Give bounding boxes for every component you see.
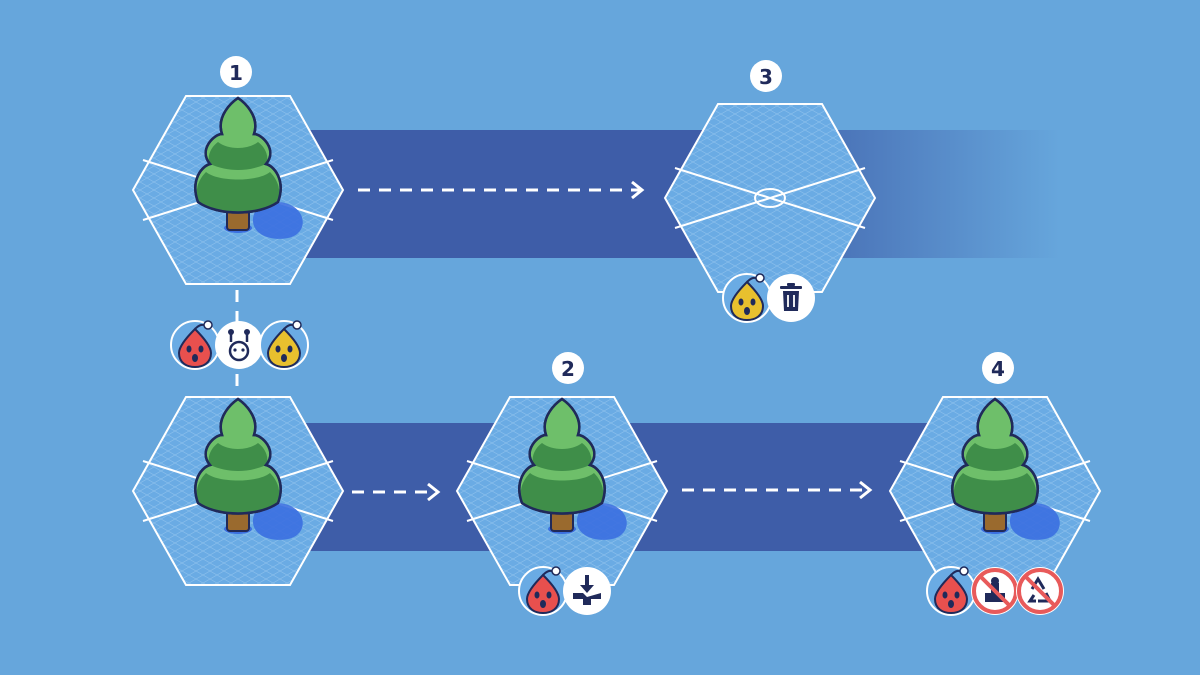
step-number: 1: [229, 61, 243, 85]
trash-icon: [767, 274, 815, 322]
empty-spot-marker: [754, 188, 786, 208]
red-creature-icon: [170, 320, 220, 370]
arrow-1-to-3: [358, 180, 645, 200]
arrow-start-to-2: [352, 482, 441, 502]
red-creature-icon: [518, 566, 568, 616]
split-icon: [215, 321, 263, 369]
no-recycle-icon: [1016, 567, 1064, 615]
no-build-icon: [971, 567, 1019, 615]
place-icon: [563, 567, 611, 615]
step-badge-2: 2: [552, 352, 584, 384]
step-badge-4: 4: [982, 352, 1014, 384]
arrow-2-to-4: [682, 480, 873, 500]
step-badge-1: 1: [220, 56, 252, 88]
tile-step-3: [664, 103, 876, 293]
track-top: [240, 130, 1060, 258]
step-badge-3: 3: [750, 60, 782, 92]
step-number: 2: [561, 357, 575, 381]
step-number: 3: [759, 65, 773, 89]
yellow-creature-icon: [722, 273, 772, 323]
yellow-creature-icon: [259, 320, 309, 370]
red-creature-icon: [926, 566, 976, 616]
step-number: 4: [991, 357, 1005, 381]
